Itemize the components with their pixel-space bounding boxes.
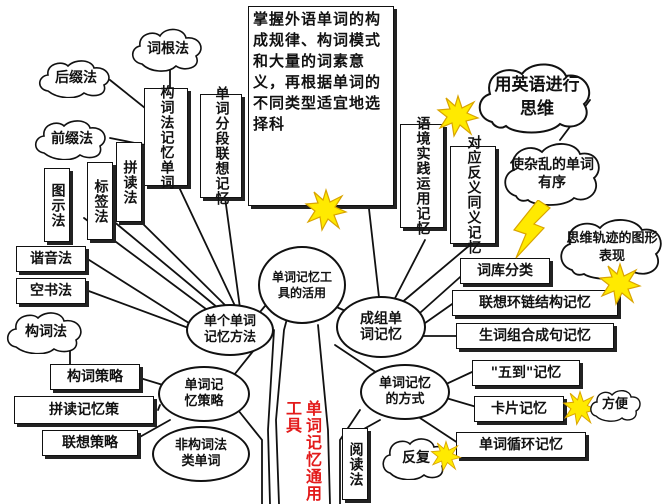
branch-line (157, 404, 161, 411)
cloud-shape (590, 390, 641, 422)
lightning-bolt-icon (512, 200, 551, 259)
hub-single-word: 单个单词记忆方法 (186, 304, 274, 356)
box-five-to: "五到"记忆 (472, 360, 580, 386)
cloud-shape (6, 312, 82, 354)
branch-line (85, 289, 195, 331)
cloud-shape (38, 60, 110, 98)
box-structural-memory: 构词法记忆单词 (144, 85, 188, 190)
box-context: 语境实践运用记忆 (400, 116, 444, 236)
trunk-line (339, 409, 361, 504)
branch-line (391, 239, 426, 305)
convenience-label: 方便 (601, 397, 628, 412)
cloud-word-formation: 构词法 (25, 324, 67, 340)
trunk-line (237, 409, 263, 504)
branch-line (399, 244, 471, 305)
box-spell-strategy: 拼读记忆策 (14, 396, 154, 424)
box-label: 标签法 (87, 162, 113, 240)
cloud-shape (504, 143, 600, 206)
branch-line (411, 269, 469, 321)
star-burst-icon (430, 440, 462, 472)
box-air-writing: 空书法 (16, 278, 86, 304)
branch-line (367, 199, 381, 307)
cloud-ordered: 使杂乱的单词有序 (510, 157, 594, 191)
box-loop-memory: 单词循环记忆 (456, 432, 586, 458)
box-word-formation-strategy: 构词策略 (50, 364, 140, 390)
box-chain-structure: 联想环链结构记忆 (452, 290, 618, 316)
box-spell: 拼读法 (116, 142, 142, 222)
branch-line (443, 371, 473, 386)
description-box: 掌握外语单词的构成规律、构词模式和大量的词素意义，再根据单词的不同类型适宜地选择… (248, 6, 394, 206)
branch-line (137, 419, 171, 439)
box-homophone: 谐音法 (16, 246, 86, 272)
trunk-label: 单词记忆通用工具 (283, 400, 322, 502)
hub-non-structural: 非构词法类单词 (152, 426, 250, 482)
branch-line (177, 184, 237, 309)
branch-line (85, 257, 193, 326)
center-node: 单词记忆工具的活用 (258, 246, 346, 324)
cloud-think-english: 用英语进行思维 (494, 75, 580, 119)
star-burst-icon (598, 262, 642, 306)
box-reading: 阅读法 (342, 428, 368, 500)
cloud-suffix: 后缀法 (55, 70, 97, 86)
box-diagram: 图示法 (44, 168, 70, 242)
cloud-thinking-graph: 思维轨迹的图形表现 (566, 231, 658, 264)
cloud-shape (560, 219, 662, 280)
star-burst-icon (436, 94, 480, 138)
branch-line (334, 344, 381, 376)
branch-line (111, 219, 219, 309)
branch-line (139, 377, 164, 386)
branch-line (223, 189, 241, 309)
cloud-shape (382, 438, 448, 480)
cloud-shape (34, 120, 106, 160)
hub-strategy: 单词记忆策略 (158, 366, 250, 422)
star-burst-icon (562, 390, 598, 426)
box-segment-memory: 单词分段联想记忆 (200, 86, 242, 206)
hub-group: 成组单词记忆 (336, 296, 426, 358)
box-new-word-group: 生词组合成句记忆 (456, 323, 614, 349)
trunk-line (317, 324, 331, 504)
cloud-repeat: 反复 (402, 450, 430, 466)
hub-method: 单词记忆的方式 (360, 364, 450, 420)
cloud-shape (478, 63, 591, 134)
cloud-shape (131, 28, 202, 72)
cloud-prefix: 前缀法 (51, 131, 93, 147)
box-word-bank: 词库分类 (460, 258, 550, 284)
cloud-root: 词根法 (147, 41, 189, 57)
star-burst-icon (304, 188, 348, 232)
trunk-line (267, 329, 275, 504)
branch-line (133, 214, 229, 309)
box-association-strategy: 联想策略 (42, 430, 138, 456)
branch-line (419, 417, 459, 444)
box-card-memory: 卡片记忆 (474, 396, 564, 422)
box-synonym: 对应反义同义记忆 (450, 135, 496, 255)
